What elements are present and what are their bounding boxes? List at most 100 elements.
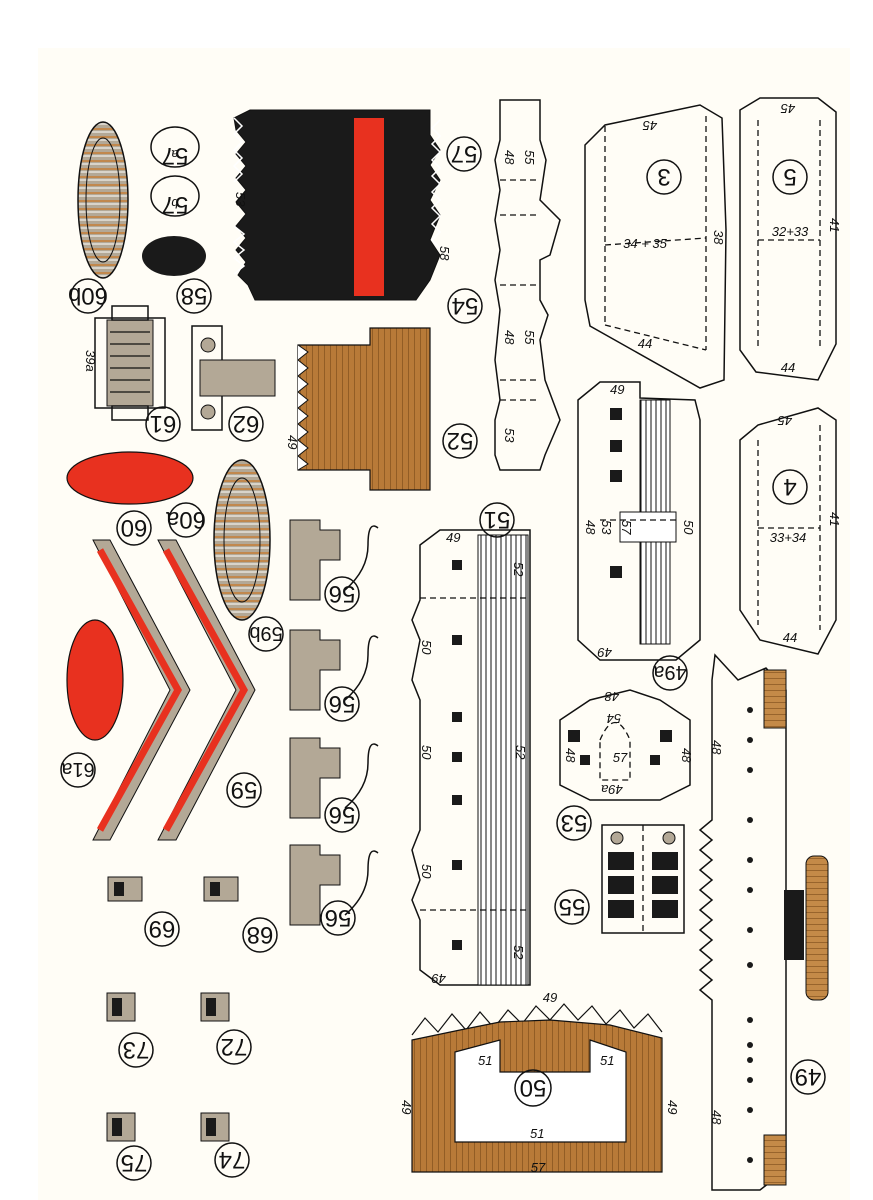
label-49a: 49a xyxy=(652,661,686,683)
part-61-crate: 39a 61 xyxy=(83,305,181,442)
mark-50a: 50 xyxy=(419,640,434,655)
label-4: 4 xyxy=(783,473,796,500)
part-56-davit-2: 56 xyxy=(289,629,379,722)
mark-39a: 39a xyxy=(83,350,98,372)
mark-49i: 49 xyxy=(665,1100,680,1114)
mark-48c: 48 xyxy=(583,520,598,535)
part-75-fitting: 75 xyxy=(106,1112,152,1181)
part-50-deck: 49 51 51 51 49 49 57 50 xyxy=(399,990,680,1175)
part-56-davit-4: 56 xyxy=(289,844,379,936)
part-60-chevron: 60 xyxy=(92,510,191,841)
part-61a-red-oval: 61a xyxy=(60,619,124,788)
mark-57d: 57 xyxy=(613,750,628,765)
mark-48f: 48 xyxy=(679,748,694,763)
paper-sheet xyxy=(38,48,850,1200)
label-69: 69 xyxy=(149,915,176,942)
part-60b-boat: 60b xyxy=(68,121,129,314)
mark-49h: 49 xyxy=(399,1100,414,1114)
part-56-davit-1: 56 xyxy=(289,519,379,612)
mark-33: 33+34 xyxy=(770,530,807,545)
mark-57c: 57 xyxy=(619,520,634,535)
label-55: 55 xyxy=(559,893,586,920)
mark-50d: 50 xyxy=(419,864,434,879)
label-68: 68 xyxy=(247,921,274,948)
mark-38: 38 xyxy=(711,230,726,245)
mark-52a: 52 xyxy=(511,562,526,577)
mark-48e: 48 xyxy=(563,748,578,763)
mark-49j: 49 xyxy=(285,435,300,449)
mark-48h: 48 xyxy=(709,1110,724,1125)
label-57a-suffix: a xyxy=(171,147,178,162)
mark-52b: 52 xyxy=(513,745,528,760)
label-60b: 60b xyxy=(68,282,108,309)
mark-49b: 49 xyxy=(598,645,612,660)
label-51: 51 xyxy=(484,506,511,533)
label-62: 62 xyxy=(233,410,260,437)
mark-55b: 55 xyxy=(522,330,537,345)
mark-45c: 45 xyxy=(777,413,792,428)
mark-49f: 49a xyxy=(601,782,623,797)
label-57: 57 xyxy=(451,140,478,167)
mark-54: 54 xyxy=(607,711,621,726)
mark-45a: 45 xyxy=(642,118,657,133)
part-56-davit-3: 56 xyxy=(289,737,379,833)
part-57a: 57 a xyxy=(150,126,200,169)
mark-50c: 50 xyxy=(681,520,696,535)
mark-57e: 57 xyxy=(531,1160,546,1175)
mark-48d: 48 xyxy=(604,689,619,704)
mark-51c: 51 xyxy=(530,1126,544,1141)
label-57b: 57 xyxy=(162,191,189,218)
part-62-fitting: 62 xyxy=(191,325,276,442)
mark-48b: 48 xyxy=(502,330,517,345)
mark-44c: 44 xyxy=(783,630,797,645)
part-72-fitting: 72 xyxy=(200,992,252,1065)
label-53: 53 xyxy=(561,809,588,836)
part-53-small: 48 54 48 57 48 49a 53 xyxy=(556,689,694,841)
mark-32: 32+33 xyxy=(772,224,809,239)
mark-48a: 48 xyxy=(502,150,517,165)
part-4-panel: 4 45 41 33+34 44 xyxy=(739,407,842,655)
label-57b-suffix: b xyxy=(171,196,178,211)
label-56a: 56 xyxy=(329,580,356,607)
mark-58: 58 xyxy=(437,246,452,261)
part-73-fitting: 73 xyxy=(106,992,154,1068)
mark-52c: 52 xyxy=(511,945,526,960)
mark-34: 34 + 35 xyxy=(623,236,668,251)
part-69-fitting: 69 xyxy=(107,876,180,947)
mark-53: 53 xyxy=(233,192,248,207)
label-60: 60 xyxy=(121,514,148,541)
label-60a: 60a xyxy=(165,506,206,533)
part-54-strip: 48 55 48 55 53 54 xyxy=(447,99,561,471)
mark-55a: 55 xyxy=(522,150,537,165)
label-72: 72 xyxy=(221,1033,248,1060)
mark-51b: 51 xyxy=(600,1053,614,1068)
part-5-panel: 5 45 41 32+33 44 xyxy=(739,97,842,381)
mark-48g: 48 xyxy=(709,740,724,755)
part-74-fitting: 74 xyxy=(200,1112,250,1178)
part-51-superstructure: 49 52 50 50 52 50 52 49 51 xyxy=(411,502,531,986)
label-50: 50 xyxy=(520,1074,547,1101)
part-3-panel: 3 45 38 34 + 35 44 xyxy=(584,104,727,389)
label-49: 49 xyxy=(795,1063,822,1090)
mark-50b: 50 xyxy=(419,745,434,760)
label-59b: 59b xyxy=(249,622,282,644)
part-49a-panel: 49 48 53 57 50 49 49a xyxy=(577,381,701,691)
label-54: 54 xyxy=(452,292,479,319)
mark-44b: 44 xyxy=(781,360,795,375)
label-56d: 56 xyxy=(325,904,352,931)
label-56c: 56 xyxy=(329,801,356,828)
mark-49e: 49 xyxy=(432,971,446,986)
label-5: 5 xyxy=(783,163,796,190)
mark-49top: 49 xyxy=(610,382,624,397)
part-59b-boat: 59b xyxy=(213,459,284,652)
label-59: 59 xyxy=(231,776,258,803)
mark-41b: 41 xyxy=(827,512,842,526)
mark-53b: 53 xyxy=(502,428,517,443)
label-75: 75 xyxy=(121,1149,148,1176)
label-61a: 61a xyxy=(60,758,94,780)
part-49-hull-side: 48 48 49 xyxy=(698,653,829,1191)
mark-49d: 49 xyxy=(446,530,460,545)
label-3: 3 xyxy=(657,163,670,190)
mark-45b: 45 xyxy=(780,101,795,116)
